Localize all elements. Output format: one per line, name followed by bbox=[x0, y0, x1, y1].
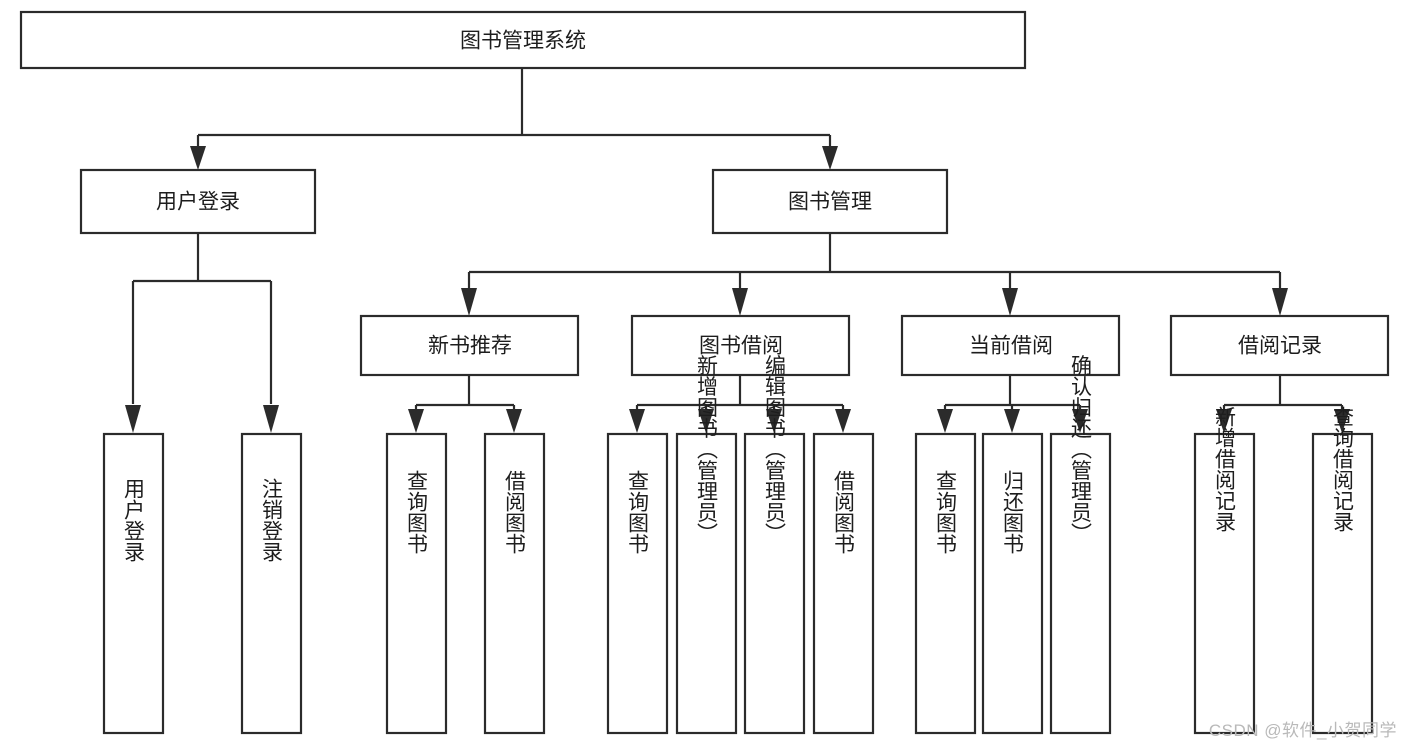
node-label-root: 图书管理系统 bbox=[460, 30, 586, 53]
node-box-current-borrow[interactable] bbox=[900, 314, 1121, 377]
arrowhead-new-book-recommend bbox=[461, 288, 477, 316]
node-box-book-manage[interactable] bbox=[711, 168, 949, 235]
node-borrow-record[interactable]: 借阅记录 bbox=[1169, 314, 1390, 377]
node-box-leaf-add-book[interactable] bbox=[675, 432, 738, 735]
arrowhead-user-login bbox=[190, 146, 206, 170]
arrowhead-leaf-edit-book bbox=[766, 409, 782, 433]
node-label-leaf-newbook-query: 查询图书 bbox=[405, 470, 429, 554]
arrowhead-leaf-query-book-3 bbox=[937, 409, 953, 433]
node-new-book-recommend[interactable]: 新书推荐 bbox=[359, 314, 580, 377]
node-box-leaf-return-book[interactable] bbox=[981, 432, 1044, 735]
node-leaf-bookborrow-borrow[interactable]: 借阅图书 bbox=[812, 432, 875, 735]
node-label-borrow-record: 借阅记录 bbox=[1238, 335, 1322, 358]
node-label-leaf-user-login: 用户登录 bbox=[122, 478, 146, 562]
node-label-leaf-bookborrow-borrow: 借阅图书 bbox=[832, 470, 856, 554]
node-root-system[interactable]: 图书管理系统 bbox=[19, 10, 1027, 70]
node-box-root[interactable] bbox=[19, 10, 1027, 70]
node-label-book-manage: 图书管理 bbox=[788, 191, 872, 214]
node-leaf-return-book[interactable]: 归还图书 bbox=[981, 432, 1044, 735]
csdn-watermark: CSDN @软件_小贺同学 bbox=[1208, 721, 1397, 740]
arrowhead-leaf-query-book-1 bbox=[408, 409, 424, 433]
node-label-leaf-bookborrow-query: 查询图书 bbox=[626, 470, 650, 554]
node-label-current-borrow: 当前借阅 bbox=[969, 335, 1053, 358]
connector-layer bbox=[125, 68, 1350, 433]
node-leaf-bookborrow-query[interactable]: 查询图书 bbox=[606, 432, 669, 735]
node-current-borrow[interactable]: 当前借阅 bbox=[900, 314, 1121, 377]
node-box-borrow-record[interactable] bbox=[1169, 314, 1390, 377]
node-label-user-login: 用户登录 bbox=[156, 191, 240, 214]
node-leaf-add-record[interactable]: 新增借阅记录 bbox=[1193, 406, 1256, 735]
arrowhead-leaf-query-book-2 bbox=[629, 409, 645, 433]
node-box-new-book-recommend[interactable] bbox=[359, 314, 580, 377]
node-leaf-add-book[interactable]: 新增图书（管理员） bbox=[675, 355, 738, 735]
node-leaf-logout[interactable]: 注销登录 bbox=[240, 432, 303, 735]
node-leaf-confirm-return[interactable]: 确认归还（管理员） bbox=[1049, 355, 1112, 735]
node-box-leaf-logout[interactable] bbox=[240, 432, 303, 735]
node-box-leaf-edit-book[interactable] bbox=[743, 432, 806, 735]
arrowhead-book-manage bbox=[822, 146, 838, 170]
node-box-leaf-bookborrow-query[interactable] bbox=[606, 432, 669, 735]
node-label-leaf-add-book: 新增图书（管理员） bbox=[695, 355, 719, 544]
node-label-leaf-query-record: 查询借阅记录 bbox=[1331, 406, 1355, 532]
node-leaf-currentborrow-query[interactable]: 查询图书 bbox=[914, 432, 977, 735]
node-box-leaf-newbook-borrow[interactable] bbox=[483, 432, 546, 735]
node-label-new-book-recommend: 新书推荐 bbox=[428, 335, 512, 358]
arrowhead-leaf-borrow-book-1 bbox=[506, 409, 522, 433]
arrowhead-leaf-logout bbox=[263, 405, 279, 433]
node-label-leaf-newbook-borrow: 借阅图书 bbox=[503, 470, 527, 554]
node-box-leaf-currentborrow-query[interactable] bbox=[914, 432, 977, 735]
arrowhead-leaf-return-book bbox=[1004, 409, 1020, 433]
node-label-leaf-logout: 注销登录 bbox=[260, 478, 284, 562]
node-box-book-borrow[interactable] bbox=[630, 314, 851, 377]
arrowhead-leaf-add-book bbox=[698, 409, 714, 433]
node-label-book-borrow: 图书借阅 bbox=[699, 335, 783, 358]
arrowhead-borrow-record bbox=[1272, 288, 1288, 316]
arrowhead-leaf-add-record bbox=[1216, 409, 1232, 433]
node-leaf-newbook-borrow[interactable]: 借阅图书 bbox=[483, 432, 546, 735]
node-box-leaf-newbook-query[interactable] bbox=[385, 432, 448, 735]
arrowhead-book-borrow bbox=[732, 288, 748, 316]
arrowhead-leaf-confirm-return bbox=[1072, 409, 1088, 433]
node-label-leaf-currentborrow-query: 查询图书 bbox=[934, 470, 958, 554]
arrowhead-leaf-borrow-book-2 bbox=[835, 409, 851, 433]
node-leaf-edit-book[interactable]: 编辑图书（管理员） bbox=[743, 355, 806, 735]
node-box-user-login[interactable] bbox=[79, 168, 317, 235]
arrowhead-leaf-query-record bbox=[1334, 409, 1350, 433]
node-leaf-query-record[interactable]: 查询借阅记录 bbox=[1311, 406, 1374, 735]
node-book-borrow[interactable]: 图书借阅 bbox=[630, 314, 851, 377]
node-user-login[interactable]: 用户登录 bbox=[79, 168, 317, 235]
node-leaf-user-login[interactable]: 用户登录 bbox=[102, 432, 165, 735]
node-box-leaf-query-record[interactable] bbox=[1311, 432, 1374, 735]
node-label-leaf-edit-book: 编辑图书（管理员） bbox=[763, 355, 787, 544]
node-label-leaf-add-record: 新增借阅记录 bbox=[1213, 406, 1237, 532]
node-leaf-newbook-query[interactable]: 查询图书 bbox=[385, 432, 448, 735]
node-book-manage[interactable]: 图书管理 bbox=[711, 168, 949, 235]
arrowhead-leaf-user-login bbox=[125, 405, 141, 433]
arrowhead-current-borrow bbox=[1002, 288, 1018, 316]
node-label-leaf-return-book: 归还图书 bbox=[1001, 470, 1025, 554]
node-box-leaf-confirm-return[interactable] bbox=[1049, 432, 1112, 735]
node-box-leaf-bookborrow-borrow[interactable] bbox=[812, 432, 875, 735]
node-box-leaf-user-login[interactable] bbox=[102, 432, 165, 735]
node-label-leaf-confirm-return: 确认归还（管理员） bbox=[1069, 355, 1093, 544]
node-box-leaf-add-record[interactable] bbox=[1193, 432, 1256, 735]
